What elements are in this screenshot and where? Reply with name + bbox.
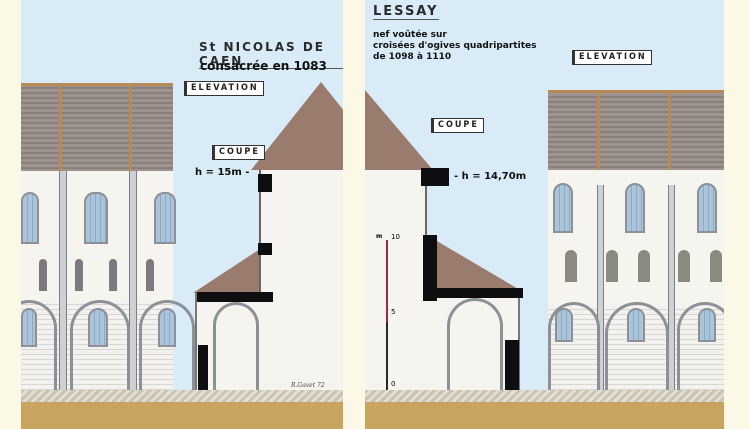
- clerestory-window: [697, 183, 717, 233]
- arcade-arch: [677, 302, 724, 393]
- aisle-roof: [193, 247, 263, 293]
- aisle-wall-section: [505, 340, 519, 390]
- arcade-arch: [548, 302, 600, 393]
- ground-hatching: [21, 390, 343, 402]
- nave-section-interior: [365, 170, 427, 390]
- aisle-window: [21, 308, 37, 347]
- pier: [59, 171, 67, 390]
- triforium-opening: [606, 250, 618, 282]
- elevation-roof: [548, 90, 724, 173]
- height-label: h = 15m -: [195, 167, 250, 178]
- triforium-opening: [678, 250, 690, 282]
- wall-section-mid: [423, 235, 437, 301]
- aisle-arch: [213, 302, 259, 393]
- aisle-window: [555, 308, 573, 342]
- clerestory-window: [21, 192, 39, 244]
- clerestory-window: [553, 183, 573, 233]
- triforium-opening: [565, 250, 577, 282]
- aisle-arch: [447, 298, 503, 393]
- scale-tick-10: 10: [391, 233, 400, 241]
- elevation-label: ELEVATION: [184, 81, 264, 96]
- consecration-date: consacrée en 1083: [200, 59, 327, 73]
- wall-section-lower: [423, 288, 523, 298]
- arcade-arch: [21, 300, 57, 393]
- ground-hatching: [365, 390, 724, 402]
- pier: [597, 185, 604, 390]
- church-title: LESSAY: [373, 4, 439, 20]
- aisle-window: [158, 308, 176, 347]
- triforium-opening: [710, 250, 722, 282]
- triforium-opening: [109, 259, 117, 291]
- wall-section-upper: [258, 174, 272, 192]
- scale-tick-5: 5: [391, 308, 396, 316]
- pier: [129, 171, 137, 390]
- scale-tick-0: 0: [391, 380, 396, 388]
- vault-description-line-2: croisées d'ogives quadripartites: [373, 41, 537, 51]
- signature: R.Gavet 72: [291, 382, 325, 389]
- elevation-roof: [21, 83, 173, 174]
- vault-description-line-3: de 1098 à 1110: [373, 52, 452, 62]
- arcade-arch: [605, 302, 669, 393]
- roof-truss: [668, 93, 671, 170]
- church-title: St NICOLAS DE CAEN: [199, 40, 343, 69]
- nave-section-interior: [259, 170, 343, 390]
- st-nicolas-panel: R.Gavet 72 St NICOLAS DE CAEN consacrée …: [21, 0, 343, 429]
- aisle-wall-section: [198, 345, 208, 390]
- triforium-opening: [39, 259, 47, 291]
- lessay-panel: m 10 5 0 LESSAY nef voûtée sur croisées …: [365, 0, 724, 429]
- wall-section-upper: [421, 168, 449, 186]
- triforium-opening: [75, 259, 83, 291]
- height-scale-bar: [386, 240, 388, 390]
- aisle-window: [88, 308, 108, 347]
- clerestory-window: [625, 183, 645, 233]
- nave-roof-gable: [251, 82, 343, 170]
- aisle-roof: [425, 234, 520, 290]
- roof-truss: [59, 86, 62, 171]
- arcade-arch: [139, 300, 195, 393]
- nave-roof-gable: [365, 90, 433, 170]
- triforium-opening: [146, 259, 154, 291]
- coupe-label: COUPE: [431, 118, 484, 133]
- coupe-label: COUPE: [212, 145, 265, 160]
- height-label: - h = 14,70m: [454, 171, 527, 182]
- arcade-arch: [70, 300, 130, 393]
- elevation-label: ELEVATION: [572, 50, 652, 65]
- aisle-window: [698, 308, 716, 342]
- roof-truss: [597, 93, 600, 170]
- clerestory-window: [84, 192, 108, 244]
- vault-description-line-1: nef voûtée sur: [373, 30, 447, 40]
- triforium-opening: [638, 250, 650, 282]
- scale-unit: m: [376, 233, 383, 240]
- wall-section-lower: [197, 292, 273, 302]
- roof-truss: [129, 86, 132, 171]
- aisle-window: [627, 308, 645, 342]
- wall-section-mid: [258, 243, 272, 255]
- pier: [668, 185, 675, 390]
- clerestory-window: [154, 192, 176, 244]
